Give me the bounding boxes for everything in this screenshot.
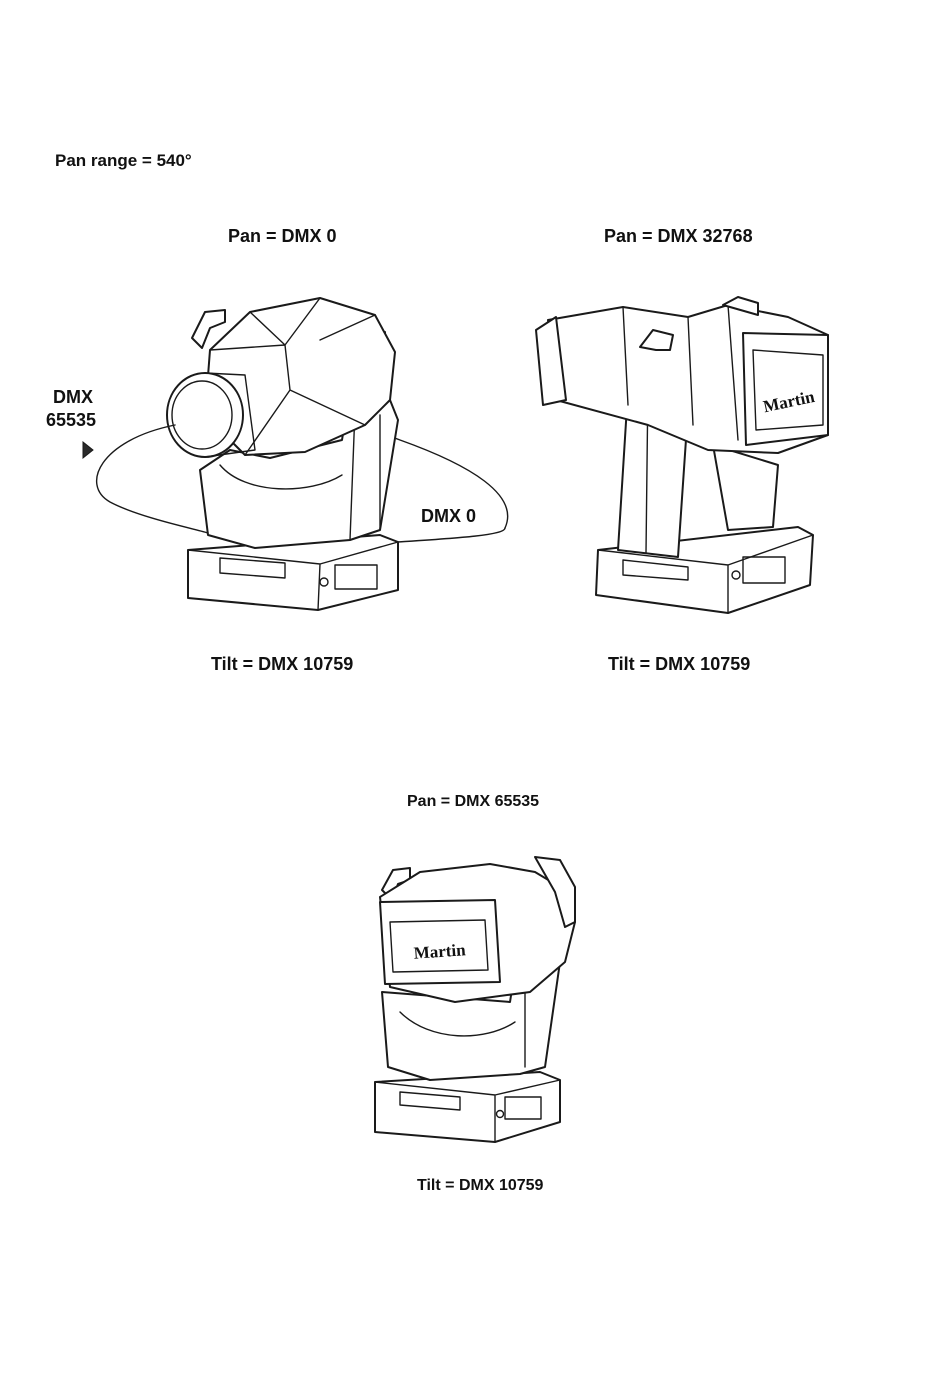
rotation-arrow-icon	[83, 442, 93, 458]
view-2-pan-label: Pan = DMX 32768	[604, 226, 753, 247]
fixture-view-2: Martin	[528, 295, 838, 620]
fixture-view-3: Martin	[360, 852, 590, 1147]
view-1-tilt-label: Tilt = DMX 10759	[211, 654, 353, 675]
brand-logo-view-3: Martin	[413, 940, 467, 963]
view-2-tilt-label: Tilt = DMX 10759	[608, 654, 750, 675]
view-3-pan-label: Pan = DMX 65535	[407, 793, 539, 811]
view-3-tilt-label: Tilt = DMX 10759	[417, 1177, 543, 1195]
fixture-view-1	[80, 290, 520, 620]
view-1-pan-label: Pan = DMX 0	[228, 226, 337, 247]
pan-range-label: Pan range = 540°	[55, 151, 192, 171]
